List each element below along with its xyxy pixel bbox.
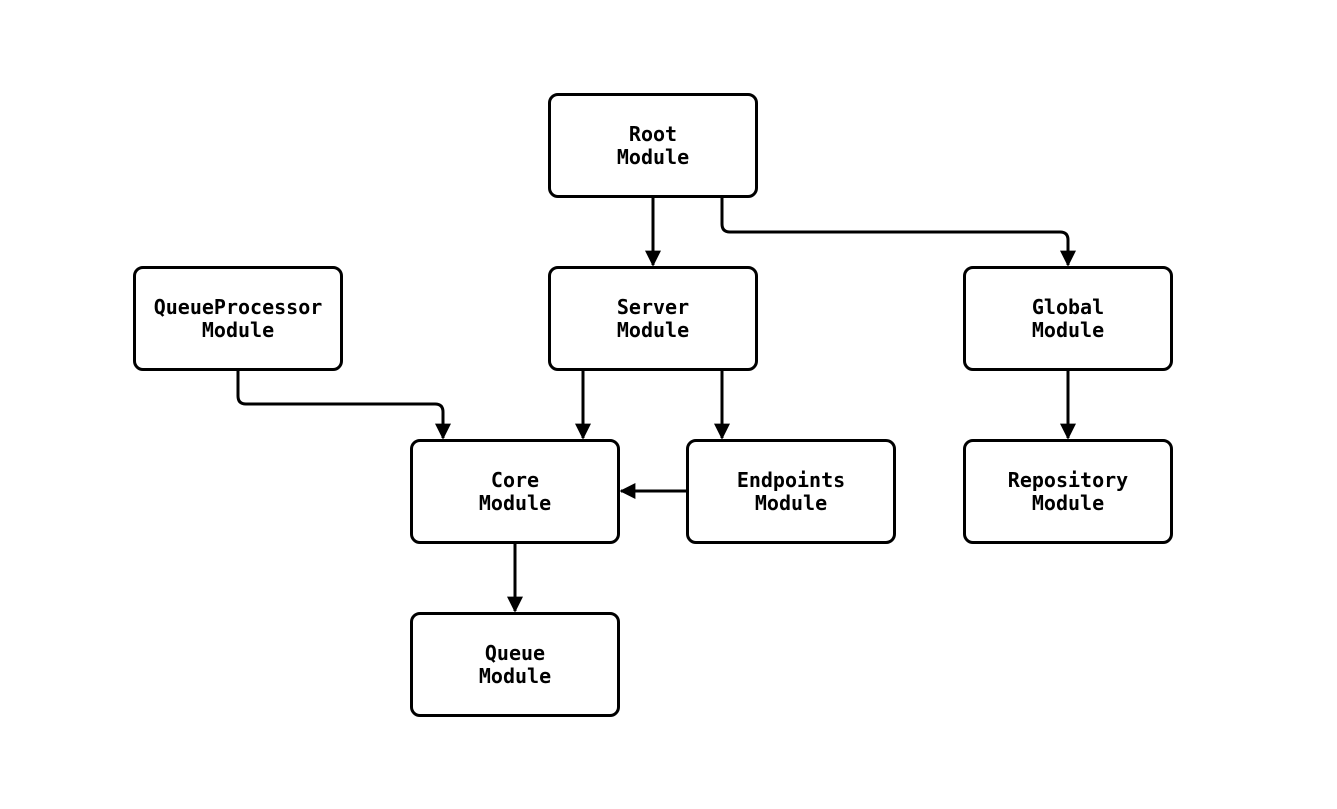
node-label-line: Module [201, 317, 275, 342]
node-label-line: Root [628, 121, 678, 146]
node-label-line: Module [616, 144, 690, 169]
node-label-line: Module [1031, 317, 1105, 342]
node-label-line: Server [616, 294, 690, 319]
node-label-line: Module [616, 317, 690, 342]
node-label-line: Repository [1007, 467, 1129, 492]
node-label-line: Module [478, 490, 552, 515]
node-label-line: Module [478, 663, 552, 688]
node-label-line: QueueProcessor [153, 294, 323, 319]
node-label-line: Core [490, 467, 540, 492]
node-label-line: Endpoints [736, 467, 846, 492]
node-label-line: Module [1031, 490, 1105, 515]
edge-queueprocessor-core [236, 371, 451, 440]
node-label-line: Queue [484, 640, 546, 665]
node-label-line: Global [1031, 294, 1105, 319]
edge-root-global [720, 198, 1076, 267]
node-label-line: Module [754, 490, 828, 515]
